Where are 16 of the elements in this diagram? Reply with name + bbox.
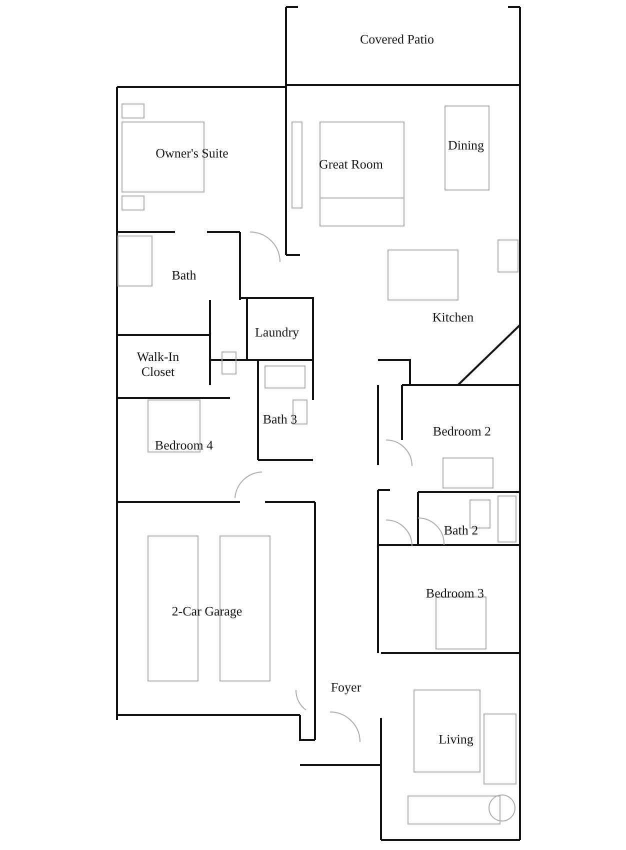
room-label: Bedroom 3 xyxy=(426,586,484,602)
room-label: Bedroom 2 xyxy=(432,424,492,440)
room-label: Bath 2 xyxy=(444,524,478,538)
room-label: Dining xyxy=(448,138,484,154)
room-label: Walk-In Closet xyxy=(136,350,180,380)
room-label: Covered Patio xyxy=(360,32,434,48)
room-label: Foyer xyxy=(330,680,362,696)
room-label: Great Room xyxy=(319,158,383,172)
room-label: Bath xyxy=(172,268,196,284)
room-label: Owner's Suite xyxy=(156,146,228,162)
room-label: Laundry xyxy=(254,326,300,340)
room-label: Bath 3 xyxy=(262,412,298,428)
room-label: 2-Car Garage xyxy=(172,604,242,620)
room-label: Kitchen xyxy=(432,310,474,326)
room-label: Living xyxy=(438,732,474,748)
room-label: Bedroom 4 xyxy=(154,438,214,454)
